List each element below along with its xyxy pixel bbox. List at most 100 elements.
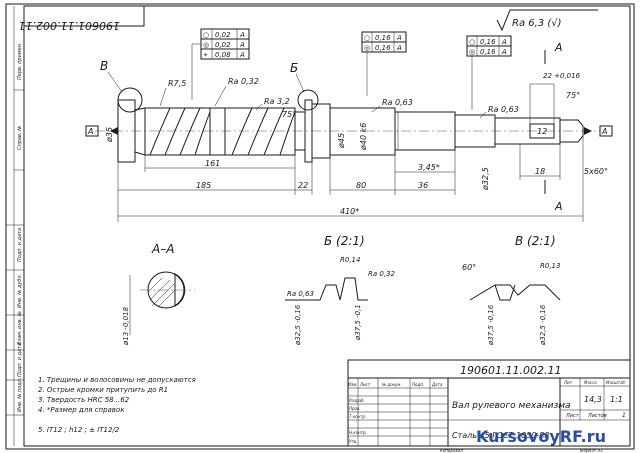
title-material: Сталь 45 ГОСТ 1050-88 [452,431,549,440]
title-scale: 1:1 [610,395,623,404]
v-d375-label: ø37,5 -0,16 [487,304,495,346]
title-part-name: Вал рулевого механизма [452,401,571,411]
section-aa-title: А–А [151,242,174,256]
svg-text:А: А [501,48,507,56]
svg-text:А: А [396,34,402,42]
svg-text:Листов: Листов [587,413,607,419]
svg-text:0,16: 0,16 [375,34,391,42]
tol-symbol-position: ⌖ [203,51,208,59]
key-12-label: 12 [537,127,547,136]
dim-36: 36 [418,181,428,190]
b-d375-label: ø37,5 -0,1 [354,304,362,341]
datum-a-right: А [601,127,607,136]
tol-value: 0,02 [215,41,231,49]
svg-text:Т.контр.: Т.контр. [349,414,366,419]
title-block: 190601.11.002.11 Изм. Лист № докум. Подп… [347,359,631,453]
svg-text:◎: ◎ [364,44,370,52]
b-r014-label: R0,14 [340,256,360,264]
side-label-1: Перв. примен. [17,42,23,80]
dim-d325: ø32,5 [481,167,490,191]
technical-notes: 1. Трещины и волосовины не допускаются 2… [38,376,196,434]
ra-063-mid-label: Ra 0,63 [382,98,413,107]
svg-text:Лист: Лист [359,382,371,387]
b-ra063-label: Ra 0,63 [287,290,314,298]
dim-161: 161 [205,159,220,168]
drawing-frame-outer [5,3,635,450]
side-label-7: Инв. № подл. [17,378,23,413]
ra-063-right-label: Ra 0,63 [488,105,519,114]
side-label-2: Справ. № [17,126,23,150]
datum-a-left: А [87,127,93,136]
tol-datum: А [239,31,245,39]
tol-symbol-circularity: ○ [203,31,209,39]
svg-text:Подп.: Подп. [412,382,424,387]
ra-32-label: Ra 3,2 [264,97,290,106]
section-d-label: ø13 -0,018 [122,306,130,346]
svg-text:Формат А3: Формат А3 [580,448,603,453]
svg-text:Масса: Масса [584,380,597,385]
side-label-5: Взам. инв. № [17,311,23,345]
tol-datum: А [239,51,245,59]
dim-5x60: 5x60° [584,167,608,176]
title-sheets: 1 [622,412,626,419]
dim-d45: ø45 [337,133,346,149]
dim-18: 18 [535,167,545,176]
title-mass: 14,3 [584,395,602,404]
view-v-ref: В [100,59,108,73]
note-3: 3. Твердость HRC 58...62 [38,396,130,404]
ra-thread-label: Ra 0,32 [228,77,259,86]
tol-symbol-coaxial: ◎ [203,41,209,49]
tolerance-frames-right: ○ 0,16 А ◎ 0,16 А [466,35,512,110]
note-1: 1. Трещины и волосовины не допускаются [38,376,196,384]
svg-text:Н.контр.: Н.контр. [349,430,367,435]
svg-text:Дата: Дата [431,382,443,387]
section-hatch [147,277,176,308]
v-d325-label: ø32,5 -0,16 [539,304,547,346]
b-ra032-label: Ra 0,32 [368,270,396,278]
dim-410: 410* [340,207,359,216]
angle-75-right-label: 75° [566,91,580,100]
shaft-outline [117,99,584,163]
section-a-bottom-label: А [554,200,563,213]
drawing-frame-inner [23,5,631,447]
svg-text:◎: ◎ [469,48,475,56]
svg-text:А: А [396,44,402,52]
b-d325-label: ø32,5 -0,16 [294,304,302,346]
tolerance-frames-left: ○ 0,02 А ◎ 0,02 А ⌖ 0,08 А [191,28,250,100]
side-label-6: Подп. и дата [17,343,23,377]
tol-value: 0,08 [215,51,231,59]
dim-d35: ø35 [105,127,114,143]
r-thread-label: R7,5 [168,79,186,88]
svg-text:Изм.: Изм. [348,382,357,387]
dim-22: 22 [298,181,308,190]
tol-value: 0,02 [215,31,231,39]
view-b-ref: Б [290,61,298,75]
svg-text:Лист: Лист [565,413,580,419]
dim-80: 80 [356,181,366,190]
side-table: Перв. примен. Справ. № Подп. и дата Инв.… [6,6,24,446]
svg-text:Пров.: Пров. [349,406,361,411]
v-angle-label: 60° [462,263,476,272]
svg-text:Разраб.: Разраб. [349,398,365,403]
dim-345: 3,45* [418,163,440,172]
v-r013-label: R0,13 [540,262,560,270]
section-a-top-label: А [554,41,563,54]
drawing-number-rotated: 190601.11.002.11 [19,19,120,32]
svg-text:Масштаб: Масштаб [606,380,626,385]
tol-datum: А [239,41,245,49]
svg-text:○: ○ [364,34,370,42]
roughness-mark: Ra 6,3 (√) [512,18,562,29]
svg-text:0,16: 0,16 [480,48,496,56]
length-dimensions: 161 185 22 80 36 3,45* 18 5x60° 410* [117,136,608,222]
dim-185: 185 [196,181,211,190]
svg-text:0,16: 0,16 [375,44,391,52]
note-4: 4. *Размер для справок [38,406,125,414]
svg-text:А: А [501,38,507,46]
note-2: 2. Острые кромки притупить до R1 [38,386,168,394]
svg-text:№ докум.: № докум. [381,382,402,387]
svg-text:Утв.: Утв. [349,439,357,444]
svg-text:○: ○ [469,38,475,46]
svg-text:Копировал: Копировал [440,448,463,453]
note-5: 5. IT12 ; h12 ; ± IT12/2 [38,426,120,434]
